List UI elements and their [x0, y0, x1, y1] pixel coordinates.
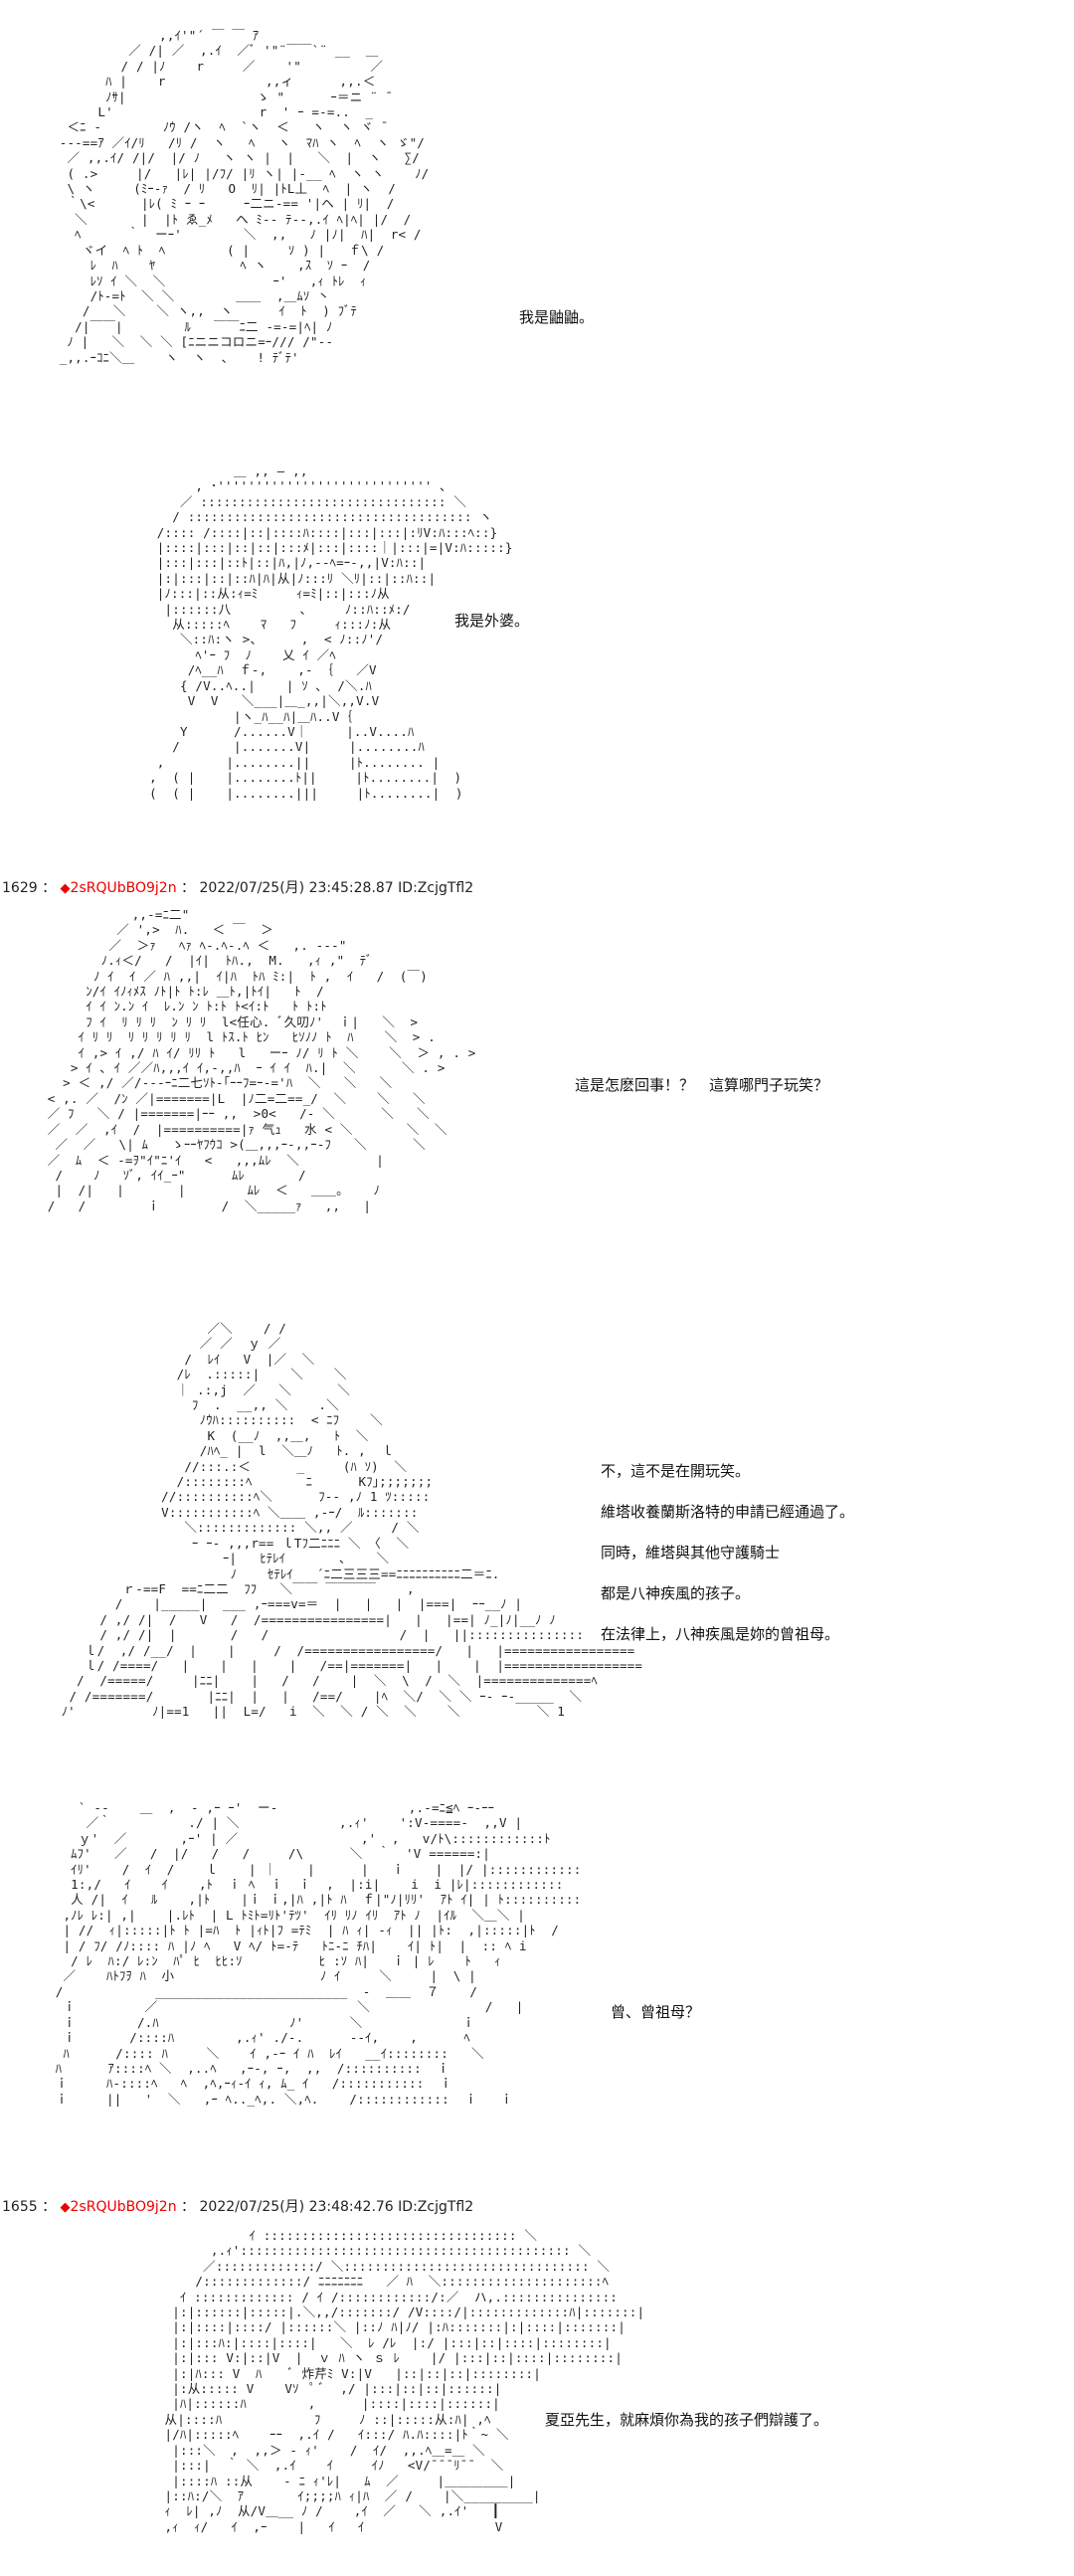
dialog-line: 同時，維塔與其他守護騎士	[601, 1544, 781, 1562]
dialog-line: 都是八神疾風的孩子。	[601, 1584, 751, 1602]
dialog-line: 夏亞先生，就麻煩你為我的孩子們辯護了。	[545, 2411, 829, 2429]
post-separator: ：	[42, 880, 57, 896]
post-header-1655: 1655 ： ◆2sRQUbBO9j2n ： 2022/07/25(月) 23:…	[2, 2196, 473, 2216]
dialog-line: 曾、曾祖母？	[611, 2003, 701, 2021]
post-datetime: 2022/07/25(月) 23:48:42.76	[199, 2199, 394, 2215]
post-header-1629: 1629 ： ◆2sRQUbBO9j2n ： 2022/07/25(月) 23:…	[2, 877, 473, 897]
post-number[interactable]: 1655	[2, 2199, 38, 2215]
dialog-line: 不，這不是在開玩笑。	[601, 1462, 751, 1480]
dialog-panel-5: 曾、曾祖母？	[611, 2001, 700, 2042]
ascii-art-smiling-woman: ｲ ::::::::::::::::::::::::::::::::: ＼ ,.…	[164, 2228, 645, 2534]
ascii-art-grandmother: ＿ ,, ― ,, , ･'''''''''''''''''''''''''''…	[149, 463, 513, 801]
ascii-art-shocked-girl: ,,-=ﾆ二" ／ ',> ﾊ. ＜ ￣ ＞ ／ ＞ｧ ﾍｧ ﾍ-.ﾍ-.ﾍ ＜…	[47, 907, 476, 1213]
post-datetime: 2022/07/25(月) 23:45:28.87	[199, 880, 394, 896]
dialog-line: 我是外婆。	[454, 612, 530, 630]
post-tripcode: 2sRQUbBO9j2n	[70, 2199, 177, 2215]
dialog-line: 維塔收養蘭斯洛特的申請已經通過了。	[601, 1503, 855, 1521]
dialog-panel-2: 我是外婆。	[454, 610, 529, 650]
ascii-art-ferret: ,,ｲ'"´ ￣ ￣ ｱ ／ /| ／ ,.ｲ ／ﾞ '"¨￣￣`¨ __ ＿ …	[59, 28, 430, 365]
dialog-panel-3: 這是怎麽回事！？ 這算哪門子玩笑？	[575, 1074, 828, 1115]
ascii-art-startled-girl: ` ‐‐ ＿ , - ,ｰ ｰ' ー- ,.-=ﾆ≦ﾍ ｰ‐ｰｰ ／｀ ./ |…	[55, 1800, 582, 2107]
dialog-panel-6: 夏亞先生，就麻煩你為我的孩子們辯護了。	[545, 2409, 828, 2450]
post-separator: ：	[181, 2199, 196, 2215]
post-id[interactable]: ID:ZcjgTfl2	[398, 2199, 474, 2215]
post-id[interactable]: ID:ZcjgTfl2	[398, 880, 474, 896]
dialog-line: 在法律上，八神疾風是妳的曾祖母。	[601, 1625, 840, 1643]
tripcode-diamond-icon: ◆	[60, 881, 71, 896]
dialog-panel-4: 不，這不是在開玩笑。 維塔收養蘭斯洛特的申請已經通過了。 同時，維塔與其他守護騎…	[601, 1460, 854, 1664]
ascii-art-knight: ／＼ / / ／ ／ ｙ ／ / ﾚｲ V |／ ＼ /ﾚ .:::::| ＼ …	[61, 1321, 643, 1720]
post-number[interactable]: 1629	[2, 880, 38, 896]
dialog-line: 我是鼬鼬。	[519, 308, 595, 326]
dialog-panel-1: 我是鼬鼬。	[519, 306, 594, 347]
post-tripcode: 2sRQUbBO9j2n	[70, 880, 177, 896]
dialog-line: 這是怎麽回事！？ 這算哪門子玩笑？	[575, 1076, 829, 1094]
post-separator: ：	[181, 880, 196, 896]
post-separator: ：	[42, 2199, 57, 2215]
tripcode-diamond-icon: ◆	[60, 2200, 71, 2215]
